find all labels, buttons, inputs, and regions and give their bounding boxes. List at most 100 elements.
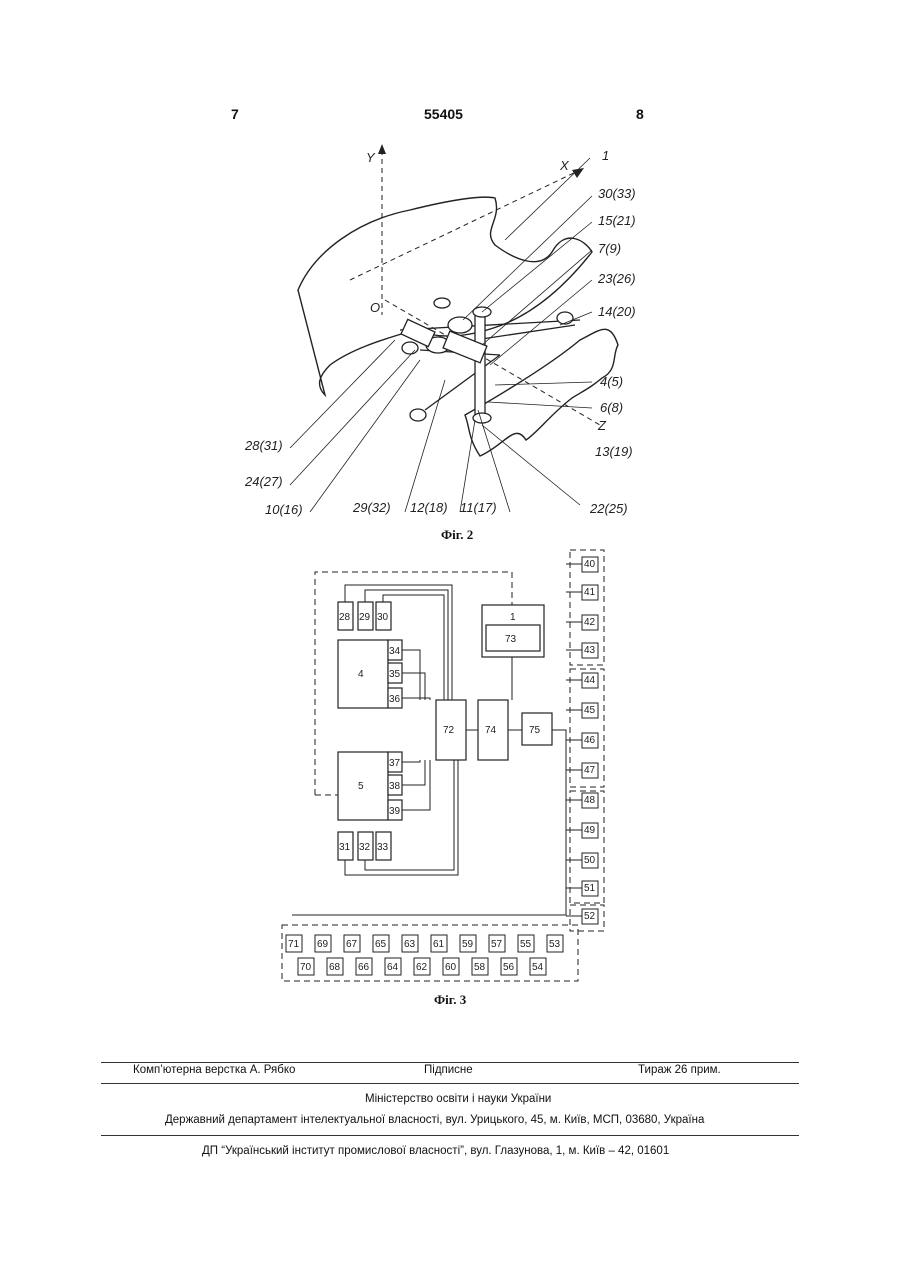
output-block: 58 (472, 958, 488, 975)
output-block-label: 55 (520, 939, 532, 950)
footer-layout: Комп’ютерна верстка А. Рябко (133, 1064, 295, 1076)
block-label: 38 (389, 781, 401, 792)
block-label: 72 (443, 725, 455, 736)
output-block-label: 62 (416, 962, 428, 973)
block-label: 31 (339, 842, 351, 853)
left-page-number: 7 (231, 106, 239, 122)
output-block: 65 (373, 935, 389, 952)
figure-2-drawing: Y X Z O 1 30(33) 15(21) 7(9) 23(26) 14(2… (220, 140, 680, 530)
output-block-label: 65 (375, 939, 387, 950)
output-block-label: 57 (491, 939, 503, 950)
output-column: 40 41 42 43 44 45 46 47 48 49 50 51 52 (566, 557, 598, 924)
fig2-label: 15(21) (598, 213, 636, 228)
output-block-label: 63 (404, 939, 416, 950)
output-block-label: 53 (549, 939, 561, 950)
footer-signed: Підписне (424, 1064, 473, 1076)
output-block: 44 (582, 673, 598, 688)
output-block: 57 (489, 935, 505, 952)
output-block: 47 (582, 763, 598, 778)
footer-rule (101, 1083, 799, 1084)
output-block-label: 71 (288, 939, 300, 950)
output-block: 62 (414, 958, 430, 975)
footer-department: Державний департамент інтелектуальної вл… (165, 1114, 704, 1126)
block-label: 35 (389, 669, 401, 680)
lower-plate (465, 329, 618, 456)
output-block: 45 (582, 703, 598, 718)
output-block-label: 40 (584, 559, 596, 570)
output-block-label: 54 (532, 962, 544, 973)
axis-origin-label: O (370, 300, 380, 315)
output-block-label: 48 (584, 795, 596, 806)
output-block: 52 (582, 909, 598, 924)
footer-institute: ДП “Український інститут промислової вла… (202, 1145, 669, 1157)
output-block-label: 60 (445, 962, 457, 973)
output-block: 48 (582, 793, 598, 808)
output-block: 43 (582, 643, 598, 658)
output-block-label: 59 (462, 939, 474, 950)
output-block: 71 (286, 935, 302, 952)
upper-plate (298, 197, 592, 395)
output-block-label: 49 (584, 825, 596, 836)
block-label: 73 (505, 634, 517, 645)
fig2-label: 6(8) (600, 400, 623, 415)
output-block-label: 69 (317, 939, 329, 950)
output-block: 69 (315, 935, 331, 952)
output-block-label: 52 (584, 911, 596, 922)
fig2-label: 14(20) (598, 304, 636, 319)
axis-y-label: Y (366, 150, 376, 165)
axis-x-label: X (559, 158, 570, 173)
output-block-label: 43 (584, 645, 596, 656)
output-block-label: 50 (584, 855, 596, 866)
output-block: 42 (582, 615, 598, 630)
output-block: 56 (501, 958, 517, 975)
block-label: 33 (377, 842, 389, 853)
fig2-label: 4(5) (600, 374, 623, 389)
footer-ministry: Міністерство освіти і науки України (365, 1093, 551, 1105)
output-block-label: 56 (503, 962, 515, 973)
output-block-label: 42 (584, 617, 596, 628)
output-block-label: 45 (584, 705, 596, 716)
output-row: 71 69 67 65 63 61 59 57 55 53 70 68 66 64 62 60 58 56 54 (286, 935, 563, 975)
block-label: 37 (389, 758, 401, 769)
footer-circulation: Тираж 26 прим. (638, 1064, 721, 1076)
output-block: 70 (298, 958, 314, 975)
fig2-label: 11(17) (460, 500, 497, 515)
output-block: 63 (402, 935, 418, 952)
output-block-label: 46 (584, 735, 596, 746)
block-label: 4 (358, 669, 364, 680)
fig2-label: 22(25) (589, 501, 628, 516)
fig2-label: 23(26) (597, 271, 636, 286)
output-block: 66 (356, 958, 372, 975)
output-block-label: 58 (474, 962, 486, 973)
figure-3-block-diagram: 4 5 34 35 36 37 38 39 28 29 30 31 32 33 … (270, 545, 610, 990)
output-block: 67 (344, 935, 360, 952)
fig2-label: 1 (602, 148, 609, 163)
output-block: 59 (460, 935, 476, 952)
fig2-label: 30(33) (598, 186, 636, 201)
output-block-label: 44 (584, 675, 596, 686)
output-block: 51 (582, 881, 598, 896)
block-label: 34 (389, 646, 401, 657)
block-label: 75 (529, 725, 541, 736)
output-block-label: 51 (584, 883, 596, 894)
output-block: 53 (547, 935, 563, 952)
output-block: 49 (582, 823, 598, 838)
block-label: 39 (389, 806, 401, 817)
output-block-label: 68 (329, 962, 341, 973)
output-block: 60 (443, 958, 459, 975)
figure-3-caption: Фіг. 3 (434, 992, 466, 1008)
output-block: 55 (518, 935, 534, 952)
output-block: 41 (582, 585, 598, 600)
block-label: 1 (510, 612, 516, 623)
footer-rule (101, 1135, 799, 1136)
block-label: 30 (377, 612, 389, 623)
fig2-label: 10(16) (265, 502, 303, 517)
output-block-label: 61 (433, 939, 445, 950)
output-block: 64 (385, 958, 401, 975)
fig2-label: 7(9) (598, 241, 621, 256)
output-block-label: 64 (387, 962, 399, 973)
patent-number: 55405 (424, 106, 463, 122)
fig2-label: 13(19) (595, 444, 633, 459)
output-block: 40 (582, 557, 598, 572)
output-block-label: 67 (346, 939, 358, 950)
